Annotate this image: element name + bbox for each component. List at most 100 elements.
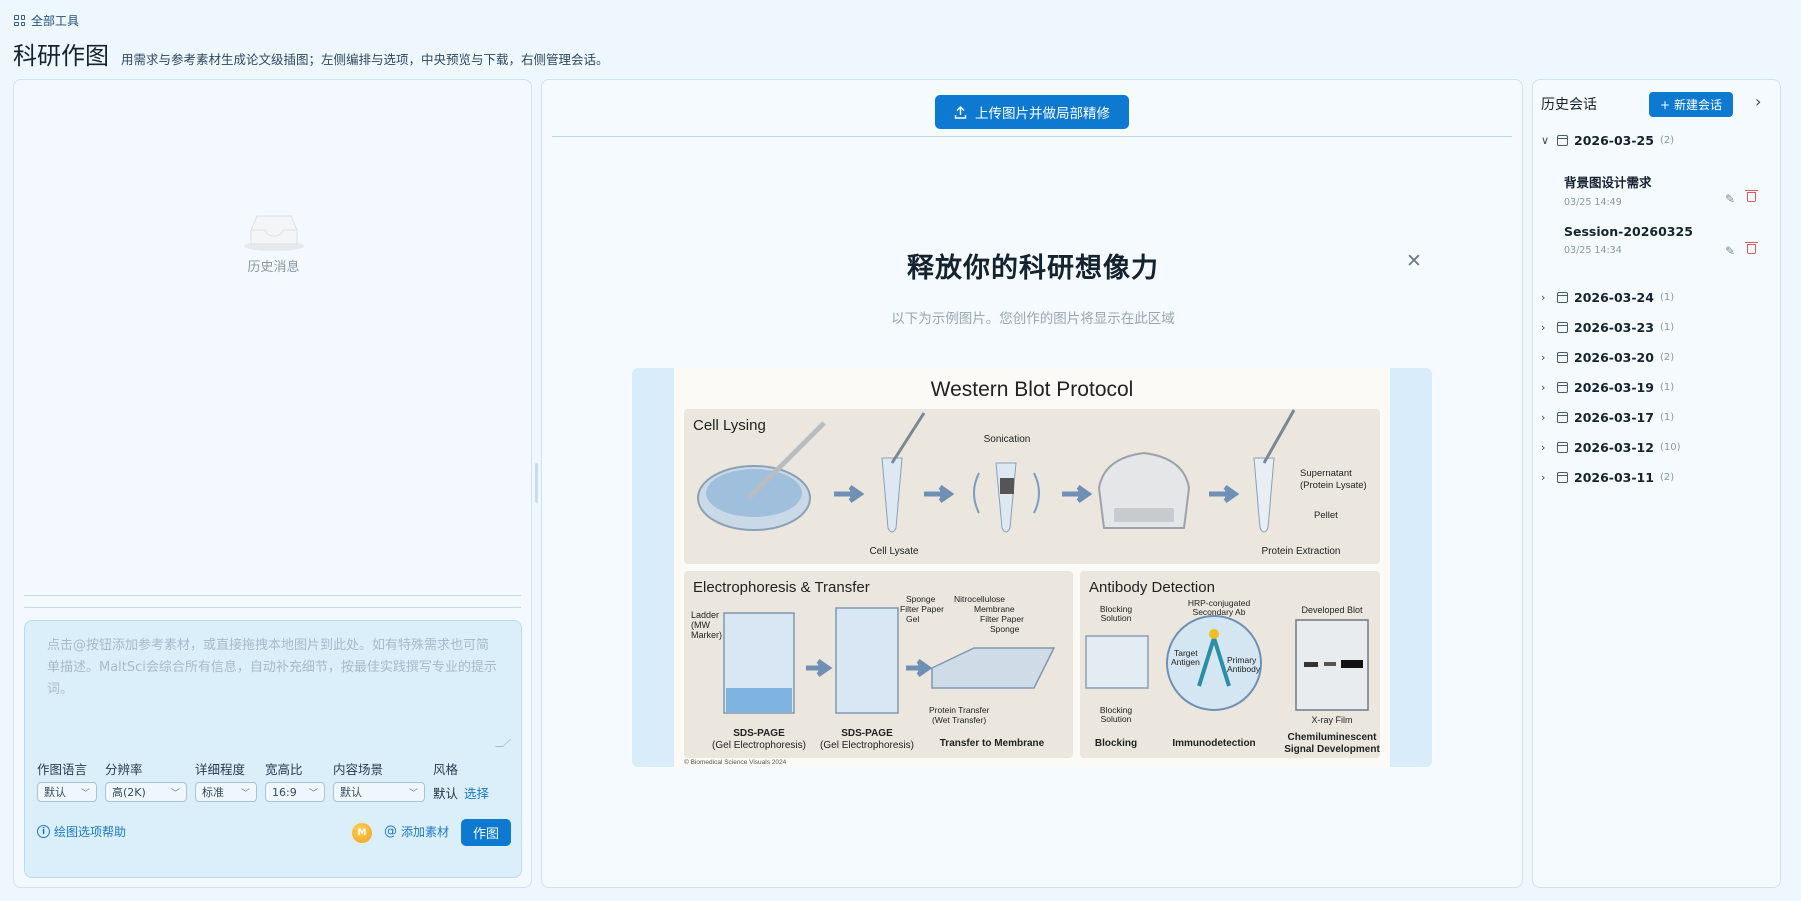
- label: Sponge: [990, 624, 1020, 634]
- maltsci-logo-icon[interactable]: M: [352, 823, 372, 843]
- label: Transfer to Membrane: [940, 738, 1045, 749]
- chevron-right-icon: ›: [1541, 321, 1546, 334]
- trash-icon[interactable]: [1745, 242, 1758, 254]
- pipette: [890, 412, 926, 464]
- divider: [552, 136, 1512, 137]
- option-resolution: 分辨率 高(2K) ﹀: [105, 759, 187, 802]
- option-label: 风格: [433, 762, 459, 777]
- date-group[interactable]: › 2026-03-11 (2): [1541, 470, 1674, 485]
- select-value: 标准: [202, 786, 224, 799]
- date-label: 2026-03-12: [1574, 440, 1654, 455]
- session-actions: ✎: [1724, 190, 1758, 206]
- label: Solution: [1101, 714, 1132, 724]
- session-item[interactable]: 背景图设计需求 03/25 14:49 ✎: [1564, 172, 1764, 208]
- label: Gel: [906, 614, 919, 624]
- page-header: 科研作图 用需求与参考素材生成论文级插图；左侧编排与选项，中央预览与下载，右侧管…: [13, 36, 609, 71]
- calendar-icon: [1557, 382, 1568, 393]
- option-label: 作图语言: [37, 762, 88, 777]
- select-value: 16:9: [272, 785, 297, 799]
- upload-refine-button[interactable]: 上传图片并做局部精修: [935, 95, 1129, 129]
- date-group[interactable]: › 2026-03-12 (10): [1541, 440, 1681, 455]
- preview-panel: 上传图片并做局部精修 释放你的科研想像力 ✕ 以下为示例图片。您创作的图片将显示…: [541, 79, 1523, 888]
- chevron-down-icon: ﹀: [308, 788, 318, 799]
- select-value: 高(2K): [112, 786, 146, 799]
- centrifuge-panel: [1114, 508, 1174, 522]
- label: (Gel Electrophoresis): [712, 740, 806, 751]
- style-select-link[interactable]: 选择: [464, 785, 490, 801]
- session-item[interactable]: Session-20260325 03/25 14:34 ✎: [1564, 224, 1764, 258]
- session-title: Session-20260325: [1564, 224, 1693, 239]
- chevron-right-icon: ›: [1541, 351, 1546, 364]
- scene-select[interactable]: 默认﹀: [333, 782, 425, 802]
- label: X-ray Film: [1312, 715, 1353, 725]
- option-label: 内容场景: [333, 762, 384, 777]
- date-label: 2026-03-17: [1574, 410, 1654, 425]
- chevron-down-icon: ﹀: [170, 788, 180, 799]
- sonicator-probe: [1000, 478, 1014, 494]
- date-count: (2): [1659, 135, 1675, 146]
- section-cell-lysing: [684, 409, 1380, 564]
- magnified-circle: [1166, 615, 1262, 711]
- chevron-down-icon: ﹀: [240, 788, 250, 799]
- select-value: 默认: [44, 786, 66, 799]
- all-tools-label: 全部工具: [31, 14, 80, 28]
- date-label: 2026-03-25: [1574, 133, 1654, 148]
- add-material-button[interactable]: @ 添加素材: [384, 823, 449, 840]
- info-icon: i: [37, 825, 50, 838]
- chevron-right-icon: ›: [1541, 411, 1546, 424]
- date-label: 2026-03-24: [1574, 290, 1654, 305]
- label: (MW: [691, 620, 710, 630]
- label: Sonication: [984, 434, 1031, 445]
- tube: [1253, 457, 1275, 533]
- option-label: 分辨率: [105, 762, 143, 777]
- draw-button[interactable]: 作图: [461, 819, 511, 846]
- date-group-2026-03-25[interactable]: ∨ 2026-03-25 (2): [1541, 133, 1674, 148]
- label: Sponge: [906, 594, 936, 604]
- edit-icon[interactable]: ✎: [1724, 192, 1735, 206]
- at-icon: @: [384, 824, 397, 839]
- label: Ladder: [691, 610, 719, 620]
- label: Membrane: [974, 604, 1015, 614]
- trash-icon[interactable]: [1745, 190, 1758, 202]
- date-group[interactable]: › 2026-03-20 (2): [1541, 350, 1674, 365]
- resolution-select[interactable]: 高(2K) ﹀: [105, 782, 187, 802]
- close-icon[interactable]: ✕: [1406, 250, 1422, 272]
- add-material-label: 添加素材: [401, 825, 450, 839]
- option-label: 宽高比: [265, 762, 303, 777]
- new-session-button[interactable]: + 新建会话: [1649, 92, 1733, 117]
- figure-title: Western Blot Protocol: [931, 378, 1134, 401]
- session-actions: ✎: [1724, 242, 1758, 258]
- date-count: (10): [1659, 442, 1681, 453]
- pipette: [1262, 409, 1296, 464]
- date-group[interactable]: › 2026-03-24 (1): [1541, 290, 1674, 305]
- language-select[interactable]: 默认﹀: [37, 782, 97, 802]
- date-count: (1): [1659, 322, 1675, 333]
- select-value: 默认: [340, 786, 362, 799]
- date-group[interactable]: › 2026-03-23 (1): [1541, 320, 1674, 335]
- buffer: [726, 688, 792, 712]
- date-count: (1): [1659, 412, 1675, 423]
- panel-resize-handle[interactable]: [535, 463, 538, 503]
- chevron-right-icon[interactable]: ›: [1755, 92, 1762, 111]
- chevron-down-icon: ∨: [1541, 134, 1550, 147]
- drawing-help-link[interactable]: i 绘图选项帮助: [37, 823, 126, 840]
- edit-icon[interactable]: ✎: [1724, 244, 1735, 258]
- prompt-input[interactable]: [35, 631, 511, 747]
- option-label: 详细程度: [195, 762, 246, 777]
- chevron-right-icon: ›: [1541, 441, 1546, 454]
- arrow: [1209, 484, 1240, 504]
- calendar-icon: [1557, 472, 1568, 483]
- date-group[interactable]: › 2026-03-19 (1): [1541, 380, 1674, 395]
- calendar-icon: [1557, 292, 1568, 303]
- section-title: Cell Lysing: [693, 417, 766, 434]
- label: Marker): [691, 630, 722, 640]
- label: Immunodetection: [1172, 738, 1255, 749]
- arrow: [1062, 484, 1093, 504]
- detail-select[interactable]: 标准 ﹀: [195, 782, 257, 802]
- calendar-icon: [1557, 322, 1568, 333]
- date-group[interactable]: › 2026-03-17 (1): [1541, 410, 1674, 425]
- aspect-select[interactable]: 16:9 ﹀: [265, 782, 325, 802]
- all-tools-link[interactable]: 全部工具: [14, 12, 79, 29]
- chevron-right-icon: ›: [1541, 291, 1546, 304]
- label: Antigen: [1171, 657, 1200, 667]
